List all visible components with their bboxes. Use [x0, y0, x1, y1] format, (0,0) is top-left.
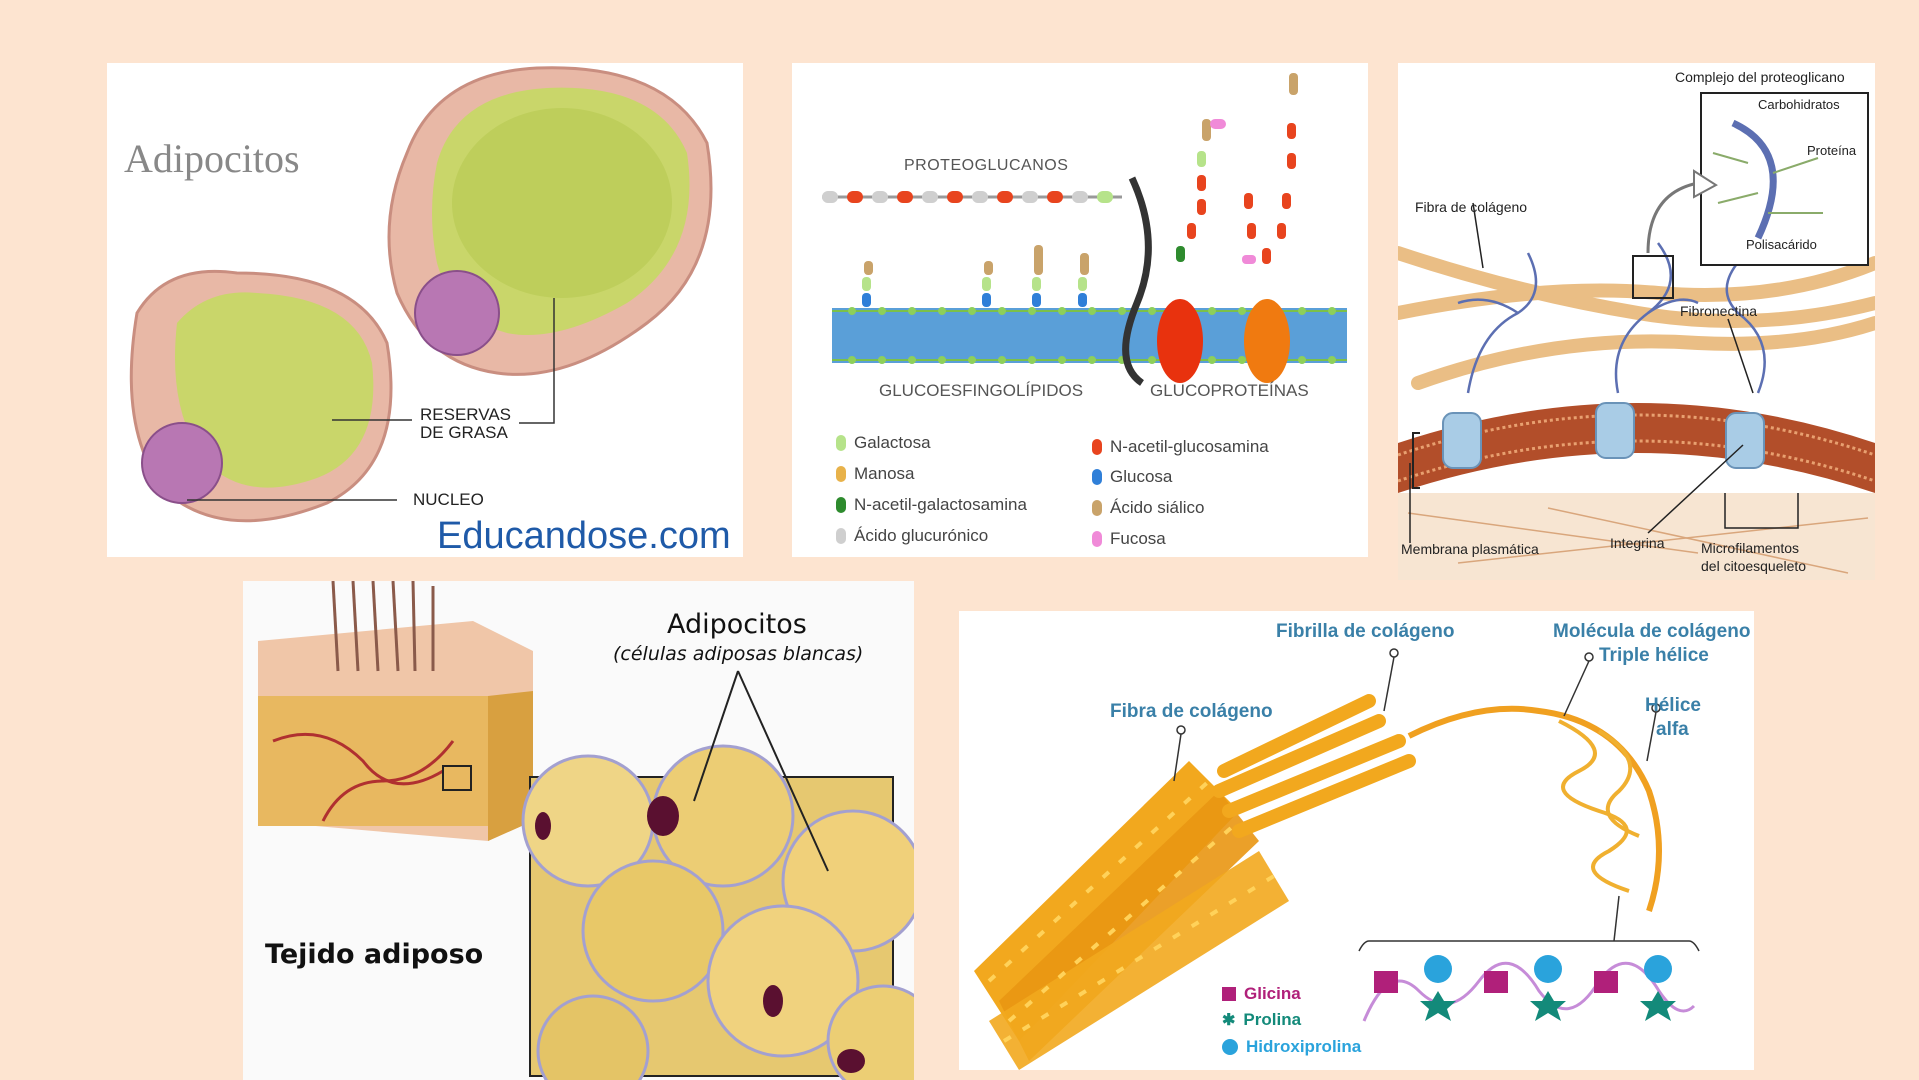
glucoproteinas-label: GLUCOPROTEÍNAS [1150, 381, 1309, 400]
legend-item: Galactosa [836, 433, 931, 453]
collagen-illustration [974, 648, 1700, 1070]
glucoesfingolipidos-label: GLUCOESFINGOLÍPIDOS [879, 381, 1084, 400]
legend-item: Ácido siálico [1092, 498, 1205, 518]
legend-swatch [1092, 500, 1102, 516]
complejo-label: Complejo del proteoglicano [1675, 69, 1845, 85]
helice-label-line2: alfa [1656, 719, 1689, 740]
ecm-illustration [1398, 92, 1875, 580]
adipocytes-illustration [129, 66, 713, 523]
membrane-illustration [822, 73, 1347, 386]
nucleo-label: NUCLEO [413, 490, 484, 509]
microfilamentos-label-line1: Microfilamentos [1701, 540, 1800, 556]
legend-item: Glicina [1222, 984, 1301, 1004]
legend-swatch [836, 466, 846, 482]
reservas-label-line1: RESERVAS [420, 405, 512, 424]
legend-swatch [836, 435, 846, 451]
proteoglycan-chain [822, 191, 1113, 203]
legend-item: ✱Prolina [1222, 1010, 1302, 1029]
polisacarido-label: Polisacárido [1746, 237, 1817, 252]
reservas-label-line2: DE GRASA [420, 423, 508, 442]
triple-helice-label: Triple hélice [1599, 645, 1709, 666]
legend-swatch [1092, 439, 1102, 455]
legend-swatch [1092, 531, 1102, 547]
legend-dot [1222, 1039, 1238, 1055]
integrina-label: Integrina [1610, 535, 1665, 551]
legend-star-icon: ✱ [1222, 1012, 1236, 1029]
ecm-panel: Complejo del proteoglicano Carbohidratos… [1398, 63, 1875, 580]
glycoprotein-glycans [1176, 73, 1298, 264]
watermark-logo: Educandose.com [437, 515, 731, 557]
tissue-illustration [258, 581, 914, 1080]
microfilamentos-label-line2: del citoesqueleto [1701, 558, 1807, 574]
legend-item: Glucosa [1092, 467, 1172, 487]
proteina-label: Proteína [1807, 143, 1857, 158]
membrana-label: Membrana plasmática [1401, 541, 1539, 557]
tissue-adipocitos-title: Adipocitos [667, 609, 807, 640]
tissue-panel: Adipocitos (células adiposas blancas) Te… [243, 581, 914, 1080]
legend-item: Fucosa [1092, 529, 1166, 549]
legend-item: Manosa [836, 464, 914, 484]
legend-swatch [836, 497, 846, 513]
fibrilla-label: Fibrilla de colágeno [1276, 621, 1455, 642]
tissue-subtitle: (células adiposas blancas) [613, 643, 864, 665]
tejido-adiposo-label: Tejido adiposo [265, 939, 484, 970]
fibra-label: Fibra de colágeno [1415, 199, 1528, 215]
collagen-panel: Fibrilla de colágeno Molécula de colágen… [959, 611, 1754, 1070]
legend-swatch [1092, 469, 1102, 485]
carbohidratos-label: Carbohidratos [1758, 97, 1840, 112]
adipocitos-panel: Adipocitos RESERVAS DE GRASA NUCLEO Educ… [107, 63, 743, 557]
legend-item: N-acetil-glucosamina [1092, 437, 1269, 457]
proteoglucanos-label: PROTEOGLUCANOS [904, 157, 1069, 174]
fibra-label: Fibra de colágeno [1110, 701, 1273, 722]
glycolipid-glycans [862, 245, 1089, 307]
helice-label-line1: Hélice [1645, 695, 1701, 716]
fibronectina-label: Fibronectina [1680, 303, 1758, 319]
collagen-fiber-bundle [974, 761, 1289, 1070]
legend-swatch [836, 528, 846, 544]
legend-item: Ácido glucurónico [836, 526, 988, 546]
legend-swatch [1222, 987, 1236, 1001]
molecula-label: Molécula de colágeno [1553, 621, 1751, 642]
legend-item: Hidroxiprolina [1222, 1037, 1361, 1057]
legend-item: N-acetil-galactosamina [836, 495, 1027, 515]
adipocitos-title: Adipocitos [124, 136, 300, 181]
membrane-panel: PROTEOGLUCANOS GLUCOESFINGOLÍPIDOS GLUCO… [792, 63, 1368, 557]
